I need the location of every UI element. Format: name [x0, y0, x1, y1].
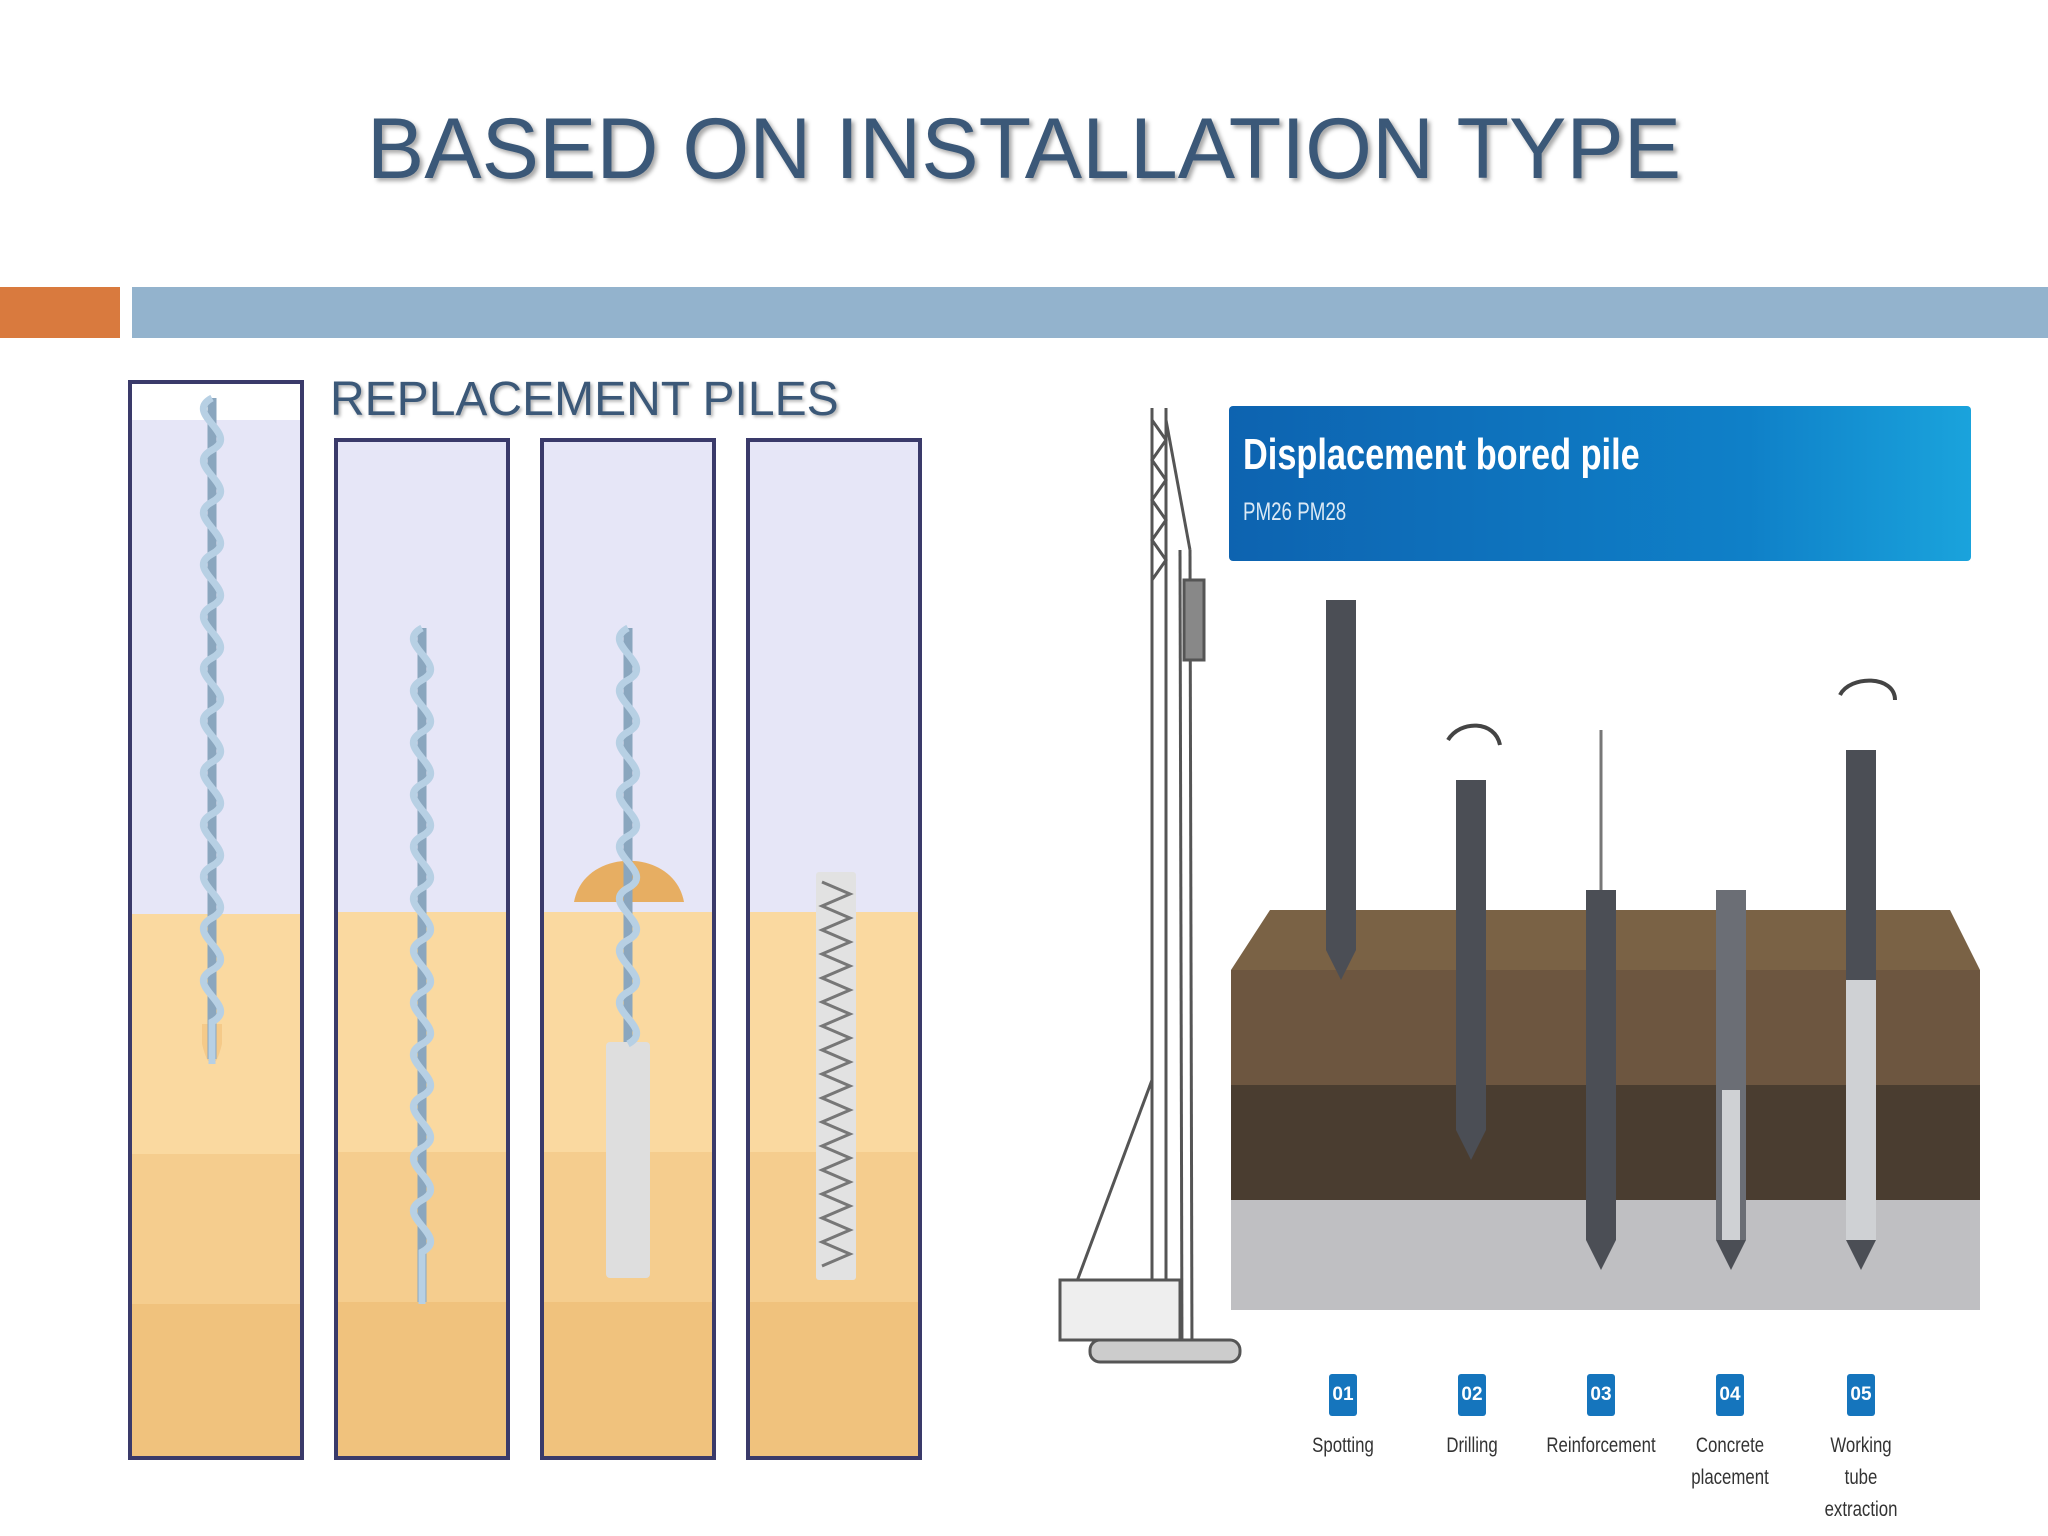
- replacement-piles-label: REPLACEMENT PILES: [330, 373, 839, 426]
- step-number-badge: 02: [1458, 1374, 1486, 1416]
- step-label: Reinforcement: [1546, 1434, 1656, 1457]
- banner-title: Displacement bored pile: [1243, 430, 1640, 479]
- step-label: Spotting: [1312, 1434, 1374, 1457]
- step-02: 02 Drilling: [1397, 1374, 1547, 1462]
- displacement-pile-figure: [1050, 400, 1980, 1510]
- slide-title: BASED ON INSTALLATION TYPE: [366, 101, 1682, 197]
- step-number-badge: 05: [1847, 1374, 1875, 1416]
- step-04: 04 Concrete placement: [1655, 1374, 1805, 1494]
- banner: [1229, 406, 1971, 561]
- auger-icon: [200, 394, 224, 1064]
- step-label: Working tube extraction: [1824, 1434, 1898, 1521]
- reinforcement-cage-icon: [816, 872, 856, 1280]
- step-number-badge: 03: [1587, 1374, 1615, 1416]
- step-number-badge: 01: [1329, 1374, 1357, 1416]
- step-01: 01 Spotting: [1268, 1374, 1418, 1462]
- piling-rig-icon: [1058, 408, 1242, 1364]
- step-label: Concrete placement: [1691, 1434, 1769, 1489]
- auger-icon: [410, 624, 434, 1304]
- concrete-pile: [606, 1042, 650, 1278]
- auger-panel-1: [128, 380, 304, 1460]
- auger-panel-4: [746, 438, 922, 1460]
- banner-models: PM26 PM28: [1243, 498, 1347, 526]
- accent-band-blue: [132, 287, 2048, 338]
- auger-panel-2: [334, 438, 510, 1460]
- auger-panel-3: [540, 438, 716, 1460]
- step-label: Drilling: [1446, 1434, 1498, 1457]
- step-03: 03 Reinforcement: [1526, 1374, 1676, 1462]
- step-number-badge: 04: [1716, 1374, 1744, 1416]
- step-05: 05 Working tube extraction: [1786, 1374, 1936, 1526]
- accent-band-orange: [0, 287, 120, 338]
- auger-icon: [616, 624, 640, 1048]
